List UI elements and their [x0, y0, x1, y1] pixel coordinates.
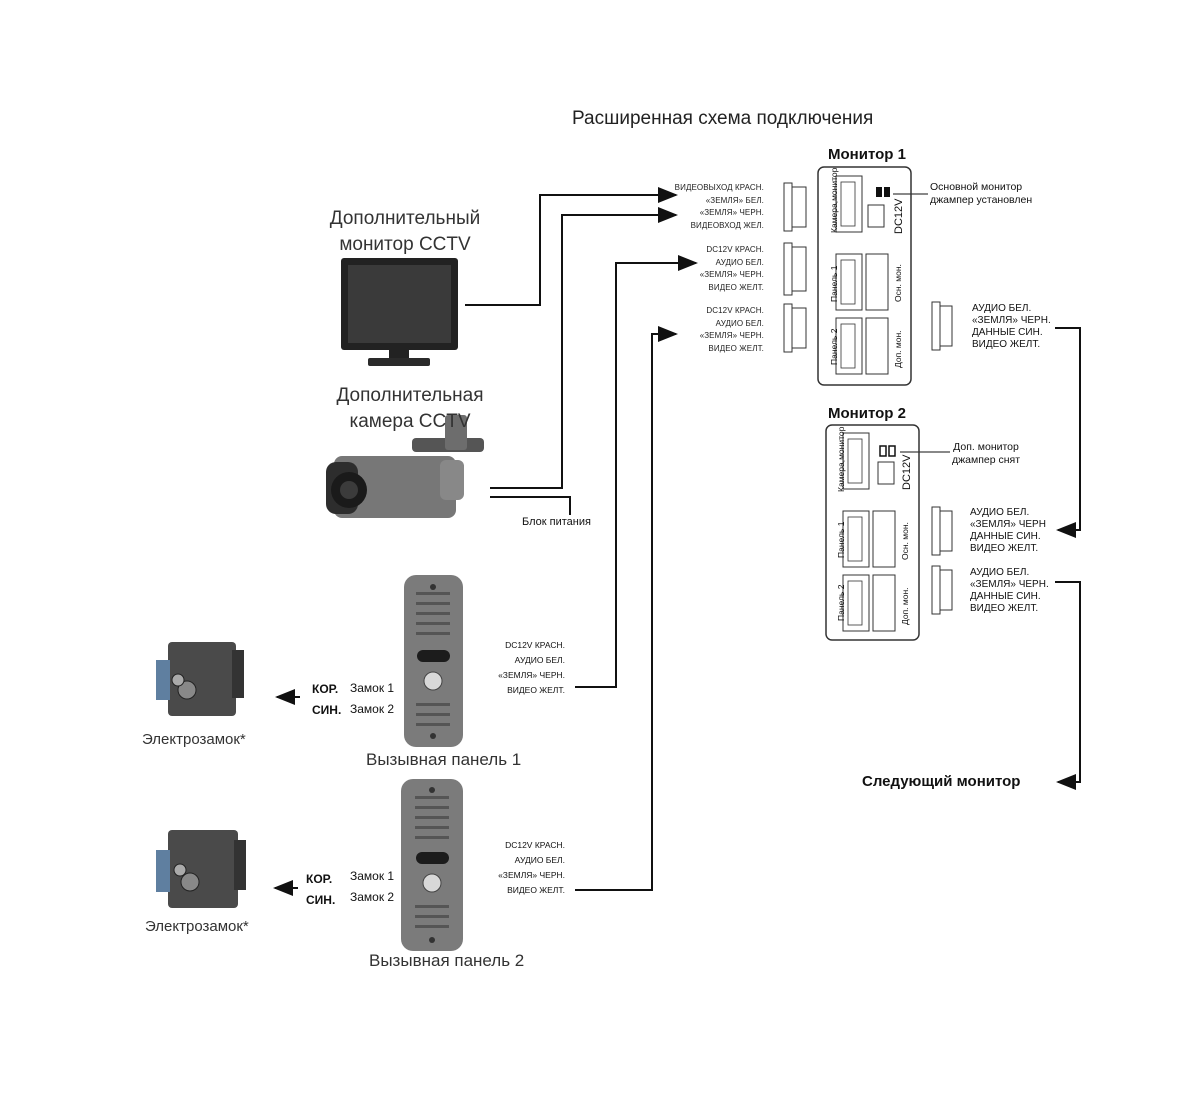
connector-m2-in	[931, 506, 953, 556]
monitor1-dc-label: DC12V	[893, 198, 905, 234]
wire-power-supply	[490, 496, 571, 515]
connector-m1-out	[931, 301, 953, 351]
connector-m2-out	[931, 565, 953, 615]
call-panel2-wires: DC12V КРАСН. АУДИО БЕЛ. «ЗЕМЛЯ» ЧЕРН. ВИ…	[498, 840, 565, 895]
cctv-camera-image	[326, 415, 484, 518]
wire-camera-cctv	[490, 207, 678, 489]
call-panel1-locks: Замок 1 Замок 2	[350, 681, 395, 716]
monitor1-jumper-note: Основной монитор джампер установлен	[930, 181, 1033, 206]
lock1-wire-colors: КОР. СИН.	[312, 682, 342, 717]
monitor2-dc-label: DC12V	[901, 454, 913, 490]
next-monitor-label: Следующий монитор	[862, 773, 1021, 790]
port-group-panel2: DC12V КРАСН. АУДИО БЕЛ. «ЗЕМЛЯ» ЧЕРН. ВИ…	[699, 306, 764, 353]
extra-camera-label: Дополнительная камера CCTV	[336, 385, 484, 432]
monitor2-out-wires: АУДИО БЕЛ. «ЗЕМЛЯ» ЧЕРН. ДАННЫЕ СИН. ВИД…	[970, 567, 1049, 614]
wire-call-panel2	[575, 326, 678, 891]
port-connector-panel2	[783, 303, 807, 353]
monitor2-board	[825, 424, 920, 641]
monitor2-jumper-note: Доп. монитор джампер снят	[952, 441, 1021, 466]
wire-monitor-cctv	[465, 187, 678, 306]
monitor2-extra-label: Доп. мон.	[900, 587, 910, 625]
diagram-title: Расширенная схема подключения	[572, 108, 874, 129]
monitor1-title: Монитор 1	[828, 146, 906, 163]
extra-monitor-label: Дополнительный монитор CCTV	[329, 208, 481, 255]
wire-call-panel1	[575, 255, 698, 688]
monitor1-board	[817, 166, 912, 386]
wire-monitor1-to-monitor2	[1055, 327, 1081, 538]
call-panel1-wires: DC12V КРАСН. АУДИО БЕЛ. «ЗЕМЛЯ» ЧЕРН. ВИ…	[498, 640, 565, 695]
monitor1-main-label: Осн. мон.	[893, 264, 903, 302]
monitor1-extra-label: Доп. мон.	[893, 330, 903, 368]
call-panel2-locks: Замок 1 Замок 2	[350, 869, 395, 904]
electric-lock1-name: Электрозамок*	[142, 731, 246, 748]
wire-monitor2-to-next	[1055, 581, 1081, 790]
cctv-monitor-image	[341, 258, 458, 366]
port-connector-panel1	[783, 242, 807, 296]
monitor2-in-wires: АУДИО БЕЛ. «ЗЕМЛЯ» ЧЕРН ДАННЫЕ СИН. ВИДЕ…	[970, 507, 1046, 554]
monitor2-main-label: Осн. мон.	[900, 522, 910, 560]
monitor1-cam-port-label: Камера,монитор	[829, 167, 839, 233]
monitor2-panel2-label: Панель 2	[836, 584, 846, 621]
electric-lock2-name: Электрозамок*	[145, 918, 249, 935]
call-panel1-name: Вызывная панель 1	[366, 750, 522, 769]
call-panel2-name: Вызывная панель 2	[369, 951, 525, 970]
port-group-camera-monitor: ВИДЕОВЫХОД КРАСН. «ЗЕМЛЯ» БЕЛ. «ЗЕМЛЯ» Ч…	[674, 183, 764, 230]
port-group-panel1: DC12V КРАСН. АУДИО БЕЛ. «ЗЕМЛЯ» ЧЕРН. ВИ…	[699, 245, 764, 292]
monitor1-out-wires: АУДИО БЕЛ. «ЗЕМЛЯ» ЧЕРН. ДАННЫЕ СИН. ВИД…	[972, 303, 1051, 350]
electric-lock2-image	[156, 830, 246, 908]
call-panel2-image	[401, 779, 463, 951]
monitor2-panel1-label: Панель 1	[836, 521, 846, 558]
monitor1-panel2-label: Панель 2	[829, 328, 839, 365]
port-connector-camera	[783, 182, 807, 232]
power-supply-label: Блок питания	[522, 516, 591, 528]
call-panel1-image	[404, 575, 463, 747]
electric-lock1-image	[156, 642, 244, 716]
monitor2-cam-port-label: Камера,монитор	[836, 426, 846, 492]
lock2-wire-colors: КОР. СИН.	[306, 872, 336, 907]
monitor2-title: Монитор 2	[828, 405, 906, 422]
monitor1-panel1-label: Панель 1	[829, 265, 839, 302]
